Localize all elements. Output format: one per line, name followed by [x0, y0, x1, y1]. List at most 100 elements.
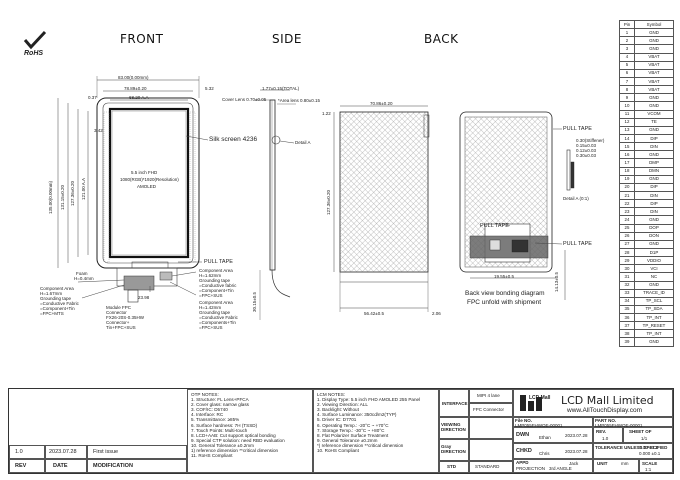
pin-symbol: GND	[634, 101, 674, 111]
lcm-notes-title: LCM NOTES:	[317, 392, 346, 397]
pin-number: 4	[619, 52, 635, 62]
pin-symbol: DIP	[634, 182, 674, 192]
front-view	[57, 76, 209, 303]
note-line: 4. Interface: RC	[191, 412, 224, 418]
note-line: =Components+Tin	[199, 320, 236, 325]
note-line: Component Area	[199, 300, 233, 305]
note-line: 6. Surface hardness: 7H (TSSD)	[191, 422, 258, 428]
pin-symbol: VBAT	[634, 60, 674, 70]
dim-front-h-aa: 127.36±0.20	[70, 181, 75, 206]
chkd-date: 2023.07.28	[565, 449, 588, 454]
note-line: FX26-20S-0.35HW	[106, 315, 145, 320]
foam-label: Foam	[76, 271, 88, 276]
pin-symbol: GND	[634, 239, 674, 249]
dim-front-h-va: 131.15±0.20	[60, 185, 65, 210]
pin-symbol: VBAT	[634, 68, 674, 78]
pin-number: 18	[619, 166, 635, 176]
pin-symbol: DIN	[634, 207, 674, 217]
note-line: =Conductive fabric	[199, 283, 237, 288]
pin-symbol: DMN	[634, 166, 674, 176]
pin-number: 38	[619, 329, 635, 339]
note-line: =Component+Tin	[199, 288, 234, 293]
pin-number: 9	[619, 93, 635, 103]
note-line: Grounding tape	[199, 310, 231, 315]
unit-value: mm	[621, 461, 629, 466]
pin-number: 1	[619, 28, 635, 38]
pin-number: 36	[619, 313, 635, 323]
dim-back-b2: 2.06	[432, 311, 441, 316]
back-caption-2: FPC unfold with shipment	[467, 299, 542, 306]
note-line: Tin+FPC+SUS	[106, 325, 136, 330]
file-no-label: File NO.	[515, 418, 533, 423]
interface-value-2: FPC Connector	[473, 407, 505, 412]
pin-number: 16	[619, 150, 635, 160]
dwn-date: 2023.07.28	[565, 433, 588, 438]
dim-front-h-view: 121.00 A.A	[81, 177, 86, 200]
note-line: H=1.67mm	[40, 291, 63, 296]
pin-symbol: VCOM	[634, 109, 674, 119]
note-line: 2. Cover glass: narrow glass	[191, 402, 249, 408]
dim-front-outer-w: 83.00(0.00mm)	[118, 75, 149, 80]
pin-number: 35	[619, 304, 635, 315]
note-line: Module FPC	[106, 305, 132, 310]
note-line: Grounding tape	[40, 296, 72, 301]
panel-resolution-text: 1080(RGB)*1920(Resolution)	[120, 177, 179, 182]
std-label: STD	[447, 464, 456, 469]
pin-number: 33	[619, 288, 635, 298]
drawing-canvas	[57, 76, 575, 320]
pin-number: 25	[619, 223, 635, 233]
pin-number: 21	[619, 190, 635, 201]
pin-symbol: D1P	[634, 247, 674, 258]
note-line: =FPC+SUS	[199, 325, 223, 330]
pin-symbol: VDDIO	[634, 256, 674, 266]
pin-number: 11	[619, 109, 635, 119]
pin-number: 32	[619, 280, 635, 290]
pin-symbol: GND	[634, 174, 674, 184]
pin-number: 2	[619, 36, 635, 46]
note-line: =Conductive Fabric	[40, 301, 79, 306]
note-line: Connector	[106, 310, 127, 315]
tolerance-value-1: 0.00 ±0.2	[639, 445, 658, 450]
pin-number: 34	[619, 296, 635, 306]
pin-number: 10	[619, 101, 635, 111]
dim-back-w: 70.86±0.20	[370, 101, 393, 106]
pin-header-pin: Pin	[619, 19, 635, 30]
modification-header: MODIFICATION	[93, 463, 133, 469]
pin-symbol: TRACE_ID	[634, 288, 674, 298]
note-line: 5. Transmittance: ≥85%	[191, 417, 240, 423]
pin-number: 23	[619, 207, 635, 217]
dim-front-h-outer: 135.00(0.00mm)	[48, 180, 53, 214]
note-line: 11. RoHS Compliant	[191, 453, 233, 459]
sheet-label: SHEET OF	[629, 429, 652, 434]
pin-number: 13	[619, 125, 635, 135]
note-line: =Conductive Fabric	[199, 315, 238, 320]
note-line: 5. Driver IC: D7701	[317, 417, 357, 423]
pin-number: 17	[619, 158, 635, 168]
lcd-mall-logo-icon	[520, 395, 542, 411]
note-line: 9. Special CTP solution: need RBD evalua…	[191, 437, 285, 443]
lcm-notes: LCM NOTES: 1. Display Type: 5.5 inch FHD…	[317, 392, 420, 453]
note-line: 8. Flat Polarizer Surface Treatment	[317, 432, 389, 438]
dim-back-top: 1.22	[322, 111, 331, 116]
pin-number: 15	[619, 142, 635, 152]
pin-symbol: VBAT	[634, 52, 674, 62]
note-line: 2. Viewing Direction: ALL	[317, 402, 368, 408]
pin-symbol: DIP	[634, 199, 674, 209]
std-value: STANDARD	[475, 464, 500, 469]
module-fpc-note: Module FPC Connector FX26-20S-0.35HW Con…	[106, 305, 144, 330]
chkd-name: Chris	[539, 451, 550, 456]
note-line: H=1.62mm	[199, 273, 222, 278]
